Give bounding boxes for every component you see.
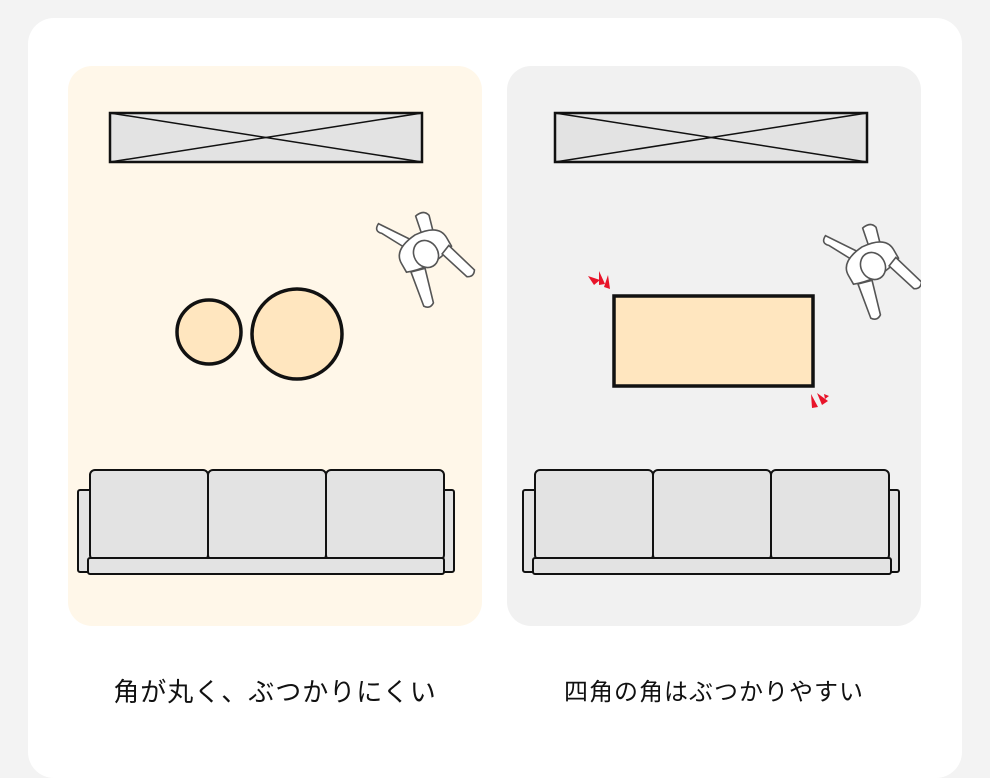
impact-mark-icon [588, 271, 610, 289]
round-table-layout [77, 111, 476, 575]
round-table-caption: 角が丸く、ぶつかりにくい [113, 678, 437, 708]
sofa [522, 469, 900, 575]
square-table-panel [507, 66, 921, 626]
impact-mark-icon [811, 393, 829, 408]
tv-board [553, 111, 869, 164]
square-table-layout [522, 111, 921, 575]
square-table-caption: 四角の角はぶつかりやすい [564, 678, 864, 706]
sofa [77, 469, 455, 575]
person-topdown-icon [375, 211, 476, 308]
person-topdown-icon [822, 223, 921, 320]
small-round-table [175, 298, 243, 366]
rectangle-table [612, 294, 815, 388]
large-round-table [250, 287, 344, 381]
round-table-panel [68, 66, 482, 626]
tv-board [108, 111, 424, 164]
